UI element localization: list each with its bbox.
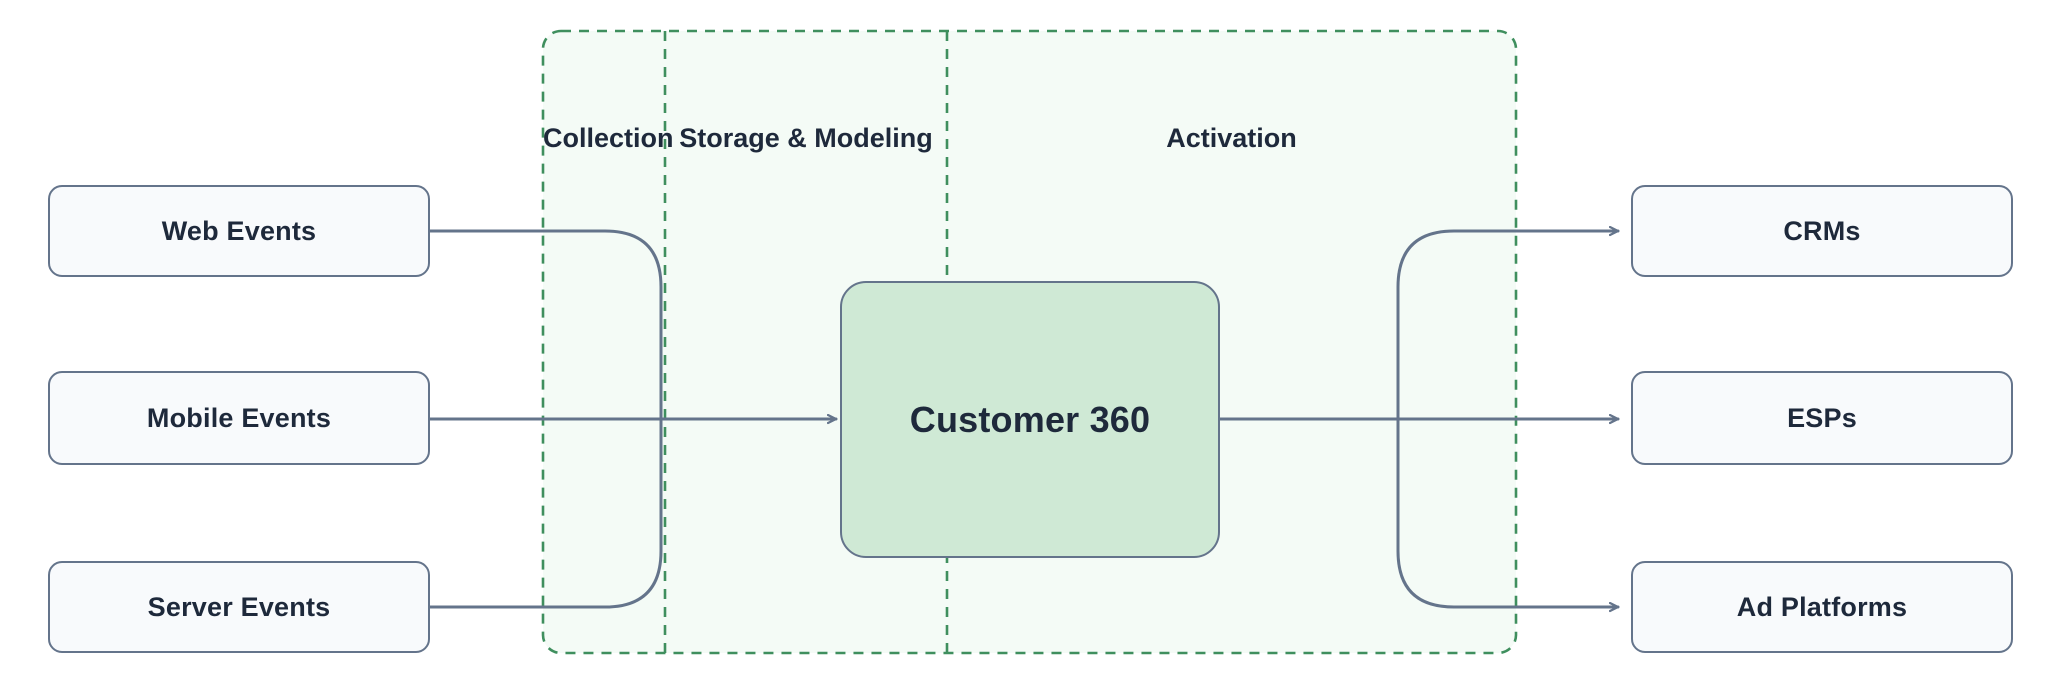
node-customer-360[interactable]: Customer 360 xyxy=(840,281,1220,558)
node-web-events-label: Web Events xyxy=(161,215,317,246)
node-mobile-events[interactable]: Mobile Events xyxy=(48,371,430,465)
node-crms-label: CRMs xyxy=(1783,215,1861,246)
edge-split-to-ad-platforms xyxy=(1396,417,1620,607)
node-mobile-events-label: Mobile Events xyxy=(146,402,332,433)
node-crms[interactable]: CRMs xyxy=(1631,185,2013,277)
edge-server-events-to-hub xyxy=(428,417,663,609)
node-server-events-label: Server Events xyxy=(147,591,331,622)
node-ad-platforms[interactable]: Ad Platforms xyxy=(1631,561,2013,653)
lane-label-storage-modeling: Storage & Modeling xyxy=(679,123,933,153)
node-ad-platforms-label: Ad Platforms xyxy=(1736,591,1908,622)
node-esps-label: ESPs xyxy=(1787,402,1857,433)
lane-label-activation: Activation xyxy=(1166,123,1297,153)
edge-split-to-crms xyxy=(1396,231,1620,421)
node-web-events[interactable]: Web Events xyxy=(48,185,430,277)
lane-label-collection: Collection xyxy=(543,123,674,153)
edge-web-events-to-hub xyxy=(428,229,663,421)
node-server-events[interactable]: Server Events xyxy=(48,561,430,653)
node-customer-360-label: Customer 360 xyxy=(909,398,1151,440)
node-esps[interactable]: ESPs xyxy=(1631,371,2013,465)
